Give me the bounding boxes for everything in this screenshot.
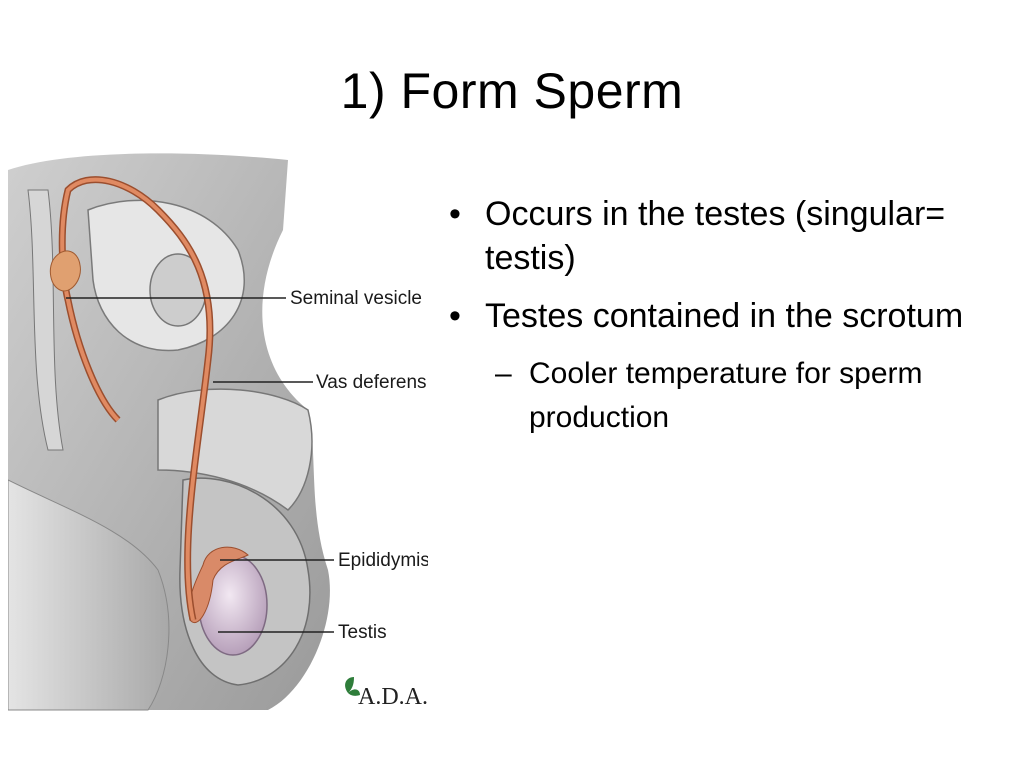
bullet-text: Testes contained in the scrotum [485, 297, 964, 335]
bullet-text: Occurs in the testes (singular= testis) [485, 195, 946, 277]
vas-deferens-label: Vas deferens [316, 372, 427, 393]
page-title: 1) Form Sperm [340, 63, 684, 119]
epididymis-label: Epididymis [338, 550, 428, 571]
anatomy-drawing: Seminal vesicle Vas deferens Epididymis … [8, 153, 428, 711]
bullet-item: • Occurs in the testes (singular= testis… [445, 192, 1005, 280]
testis-label: Testis [338, 622, 387, 643]
vas-deferens-highlight [60, 177, 212, 621]
sub-bullet-text: Cooler temperature for sperm production [529, 357, 923, 434]
bullet-list: • Occurs in the testes (singular= testis… [445, 192, 1005, 440]
thigh-region [8, 479, 170, 711]
bullet-symbol: • [449, 297, 461, 335]
penis-region [157, 388, 313, 511]
anatomy-illustration: Seminal vesicle Vas deferens Epididymis … [8, 150, 428, 720]
sub-bullet-item: – Cooler temperature for sperm productio… [445, 352, 1005, 440]
seminal-vesicle-label: Seminal vesicle [290, 288, 422, 309]
sub-bullet-symbol: – [495, 357, 512, 390]
seminal-vesicle-shape [49, 250, 81, 292]
rectum-region [27, 189, 64, 451]
adam-logo: A.D.A.M. [358, 684, 428, 710]
bullet-symbol: • [449, 195, 461, 233]
bullet-item: • Testes contained in the scrotum [445, 294, 1005, 338]
adam-leaf-icon [345, 677, 360, 696]
